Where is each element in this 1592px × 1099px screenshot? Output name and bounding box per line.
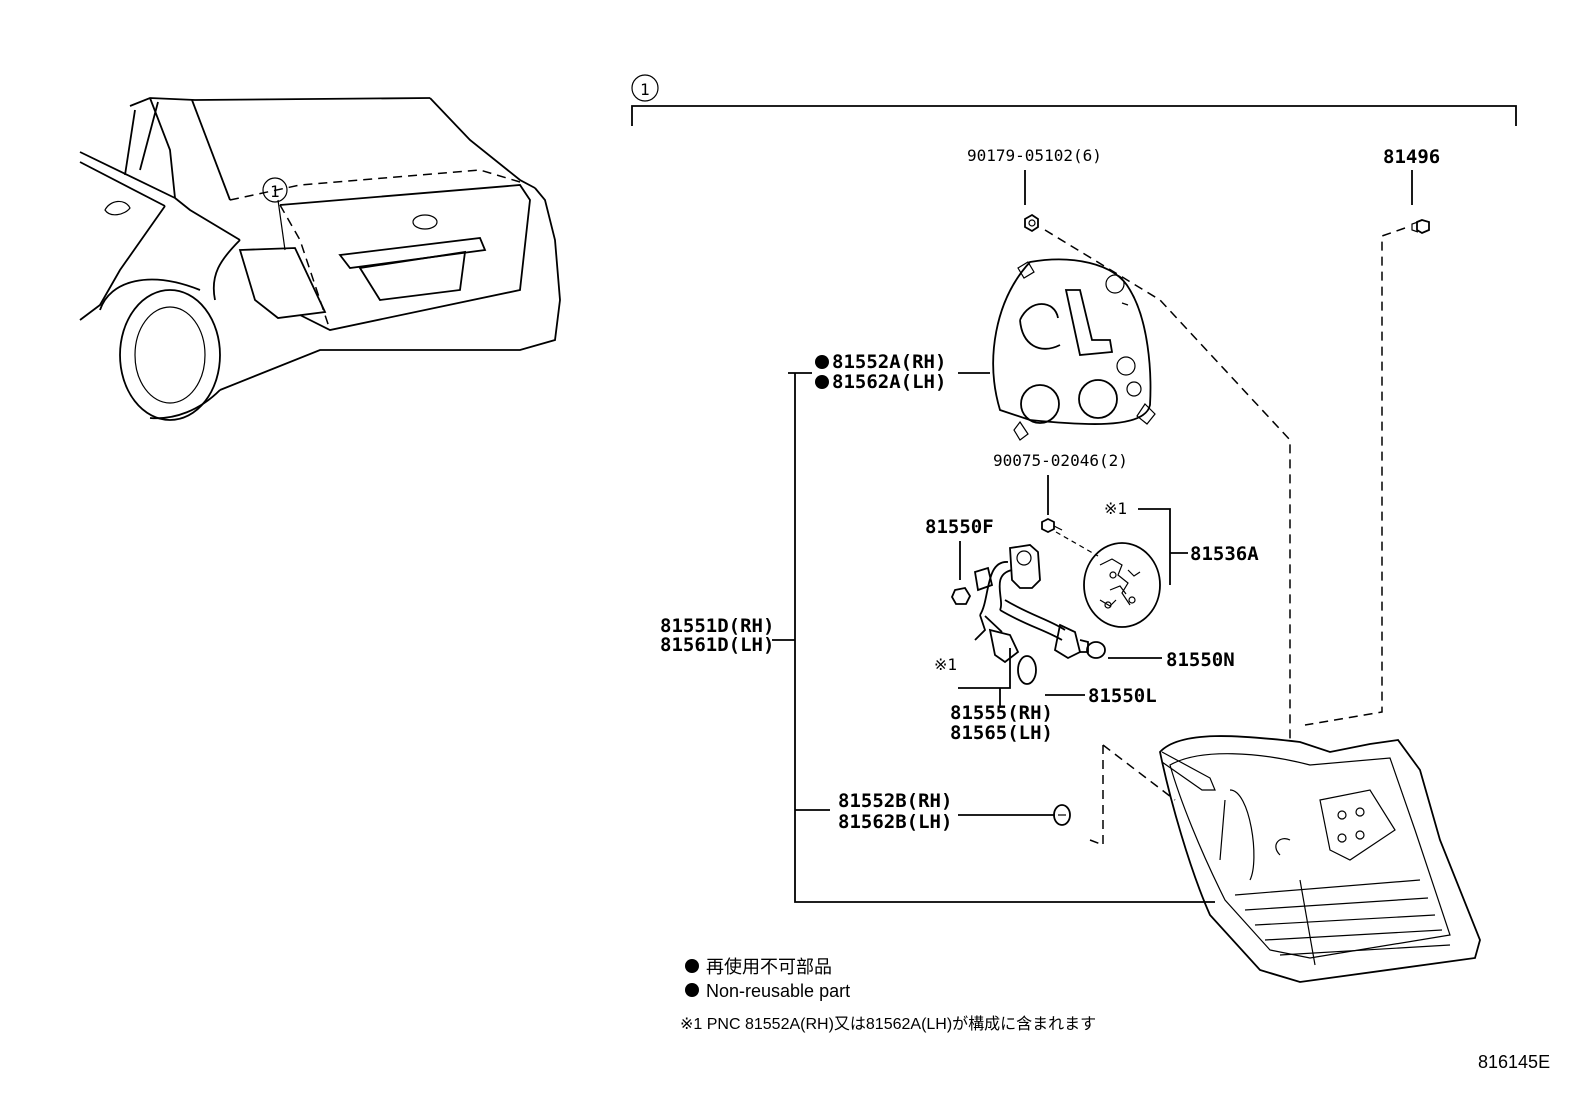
label-cushion-rh: 81552B(RH) (838, 790, 952, 812)
label-socket-wire-lh: 81565(LH) (950, 722, 1053, 744)
label-gasket-rh: 81552A(RH) (832, 351, 946, 373)
label-clip: 81496 (1383, 146, 1440, 168)
cushion-icon (1053, 804, 1071, 826)
screw-small-icon (1041, 517, 1063, 534)
callout-1-car: 1 (270, 182, 280, 201)
label-screw-2: 90075-02046(2) (993, 451, 1128, 470)
label-socket-rh: 81551D(RH) (660, 615, 774, 637)
label-bulb-l: 81550L (1088, 685, 1157, 707)
legend-text-jp: 再使用不可部品 (706, 957, 832, 977)
figure-id: 816145E (1478, 1052, 1550, 1072)
note-mark-socket: ※1 (934, 655, 957, 674)
legend-dot-jp (685, 959, 699, 973)
part-labels: 90179-05102(6) 81496 81552A(RH) 81562A(L… (660, 146, 1440, 903)
car-rear-illustration: 1 (79, 97, 561, 421)
tail-lamp-assembly-illustration (1159, 735, 1481, 983)
label-bulb-n: 81550N (1166, 649, 1235, 671)
label-bulb-f: 81550F (925, 516, 994, 538)
assembly-bracket: 1 (631, 74, 1517, 126)
led-unit-illustration (1083, 542, 1161, 628)
wire-harness-illustration (950, 544, 1106, 685)
note-mark-led: ※1 (1104, 499, 1127, 518)
footnote: ※1 PNC 81552A(RH)又は81562A(LH)が構成に含まれます (680, 1015, 1096, 1033)
non-reusable-dot-gasket-rh (815, 355, 829, 369)
label-socket-wire-rh: 81555(RH) (950, 702, 1053, 724)
label-led-unit: 81536A (1190, 543, 1259, 565)
label-socket-lh: 81561D(LH) (660, 634, 774, 656)
callout-1-bracket: 1 (640, 80, 650, 99)
label-screw-bolt: 90179-05102(6) (967, 146, 1102, 165)
dashed-leader-lines (1044, 227, 1406, 847)
legend: 再使用不可部品 Non-reusable part ※1 PNC 81552A(… (680, 957, 1096, 1033)
gasket-illustration (992, 258, 1156, 441)
clip-icon (1411, 219, 1430, 235)
legend-dot-en (685, 983, 699, 997)
label-gasket-lh: 81562A(LH) (832, 371, 946, 393)
non-reusable-dot-gasket-lh (815, 375, 829, 389)
legend-text-en: Non-reusable part (706, 981, 850, 1001)
label-cushion-lh: 81562B(LH) (838, 811, 952, 833)
screw-bolt-icon (1024, 213, 1039, 233)
